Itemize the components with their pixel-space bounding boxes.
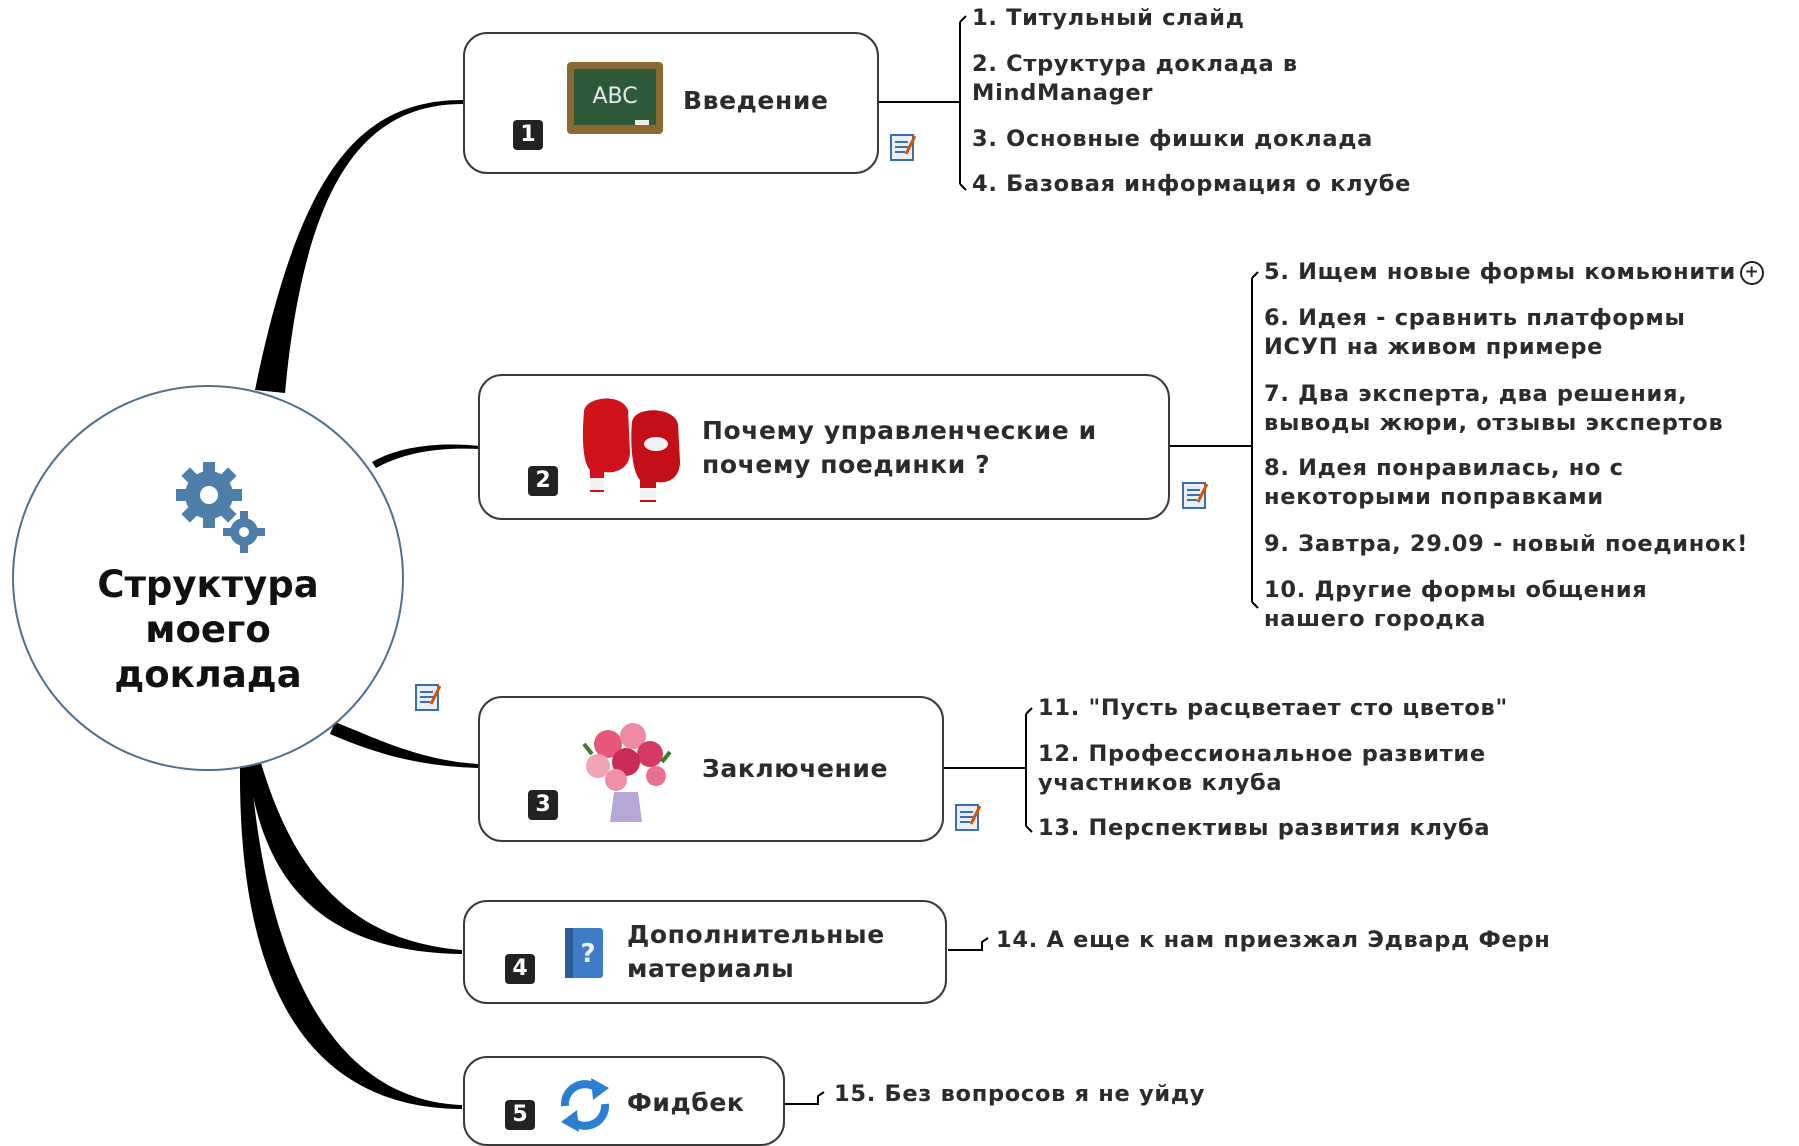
topic-number-badge: 1 bbox=[513, 120, 543, 150]
branch-2 bbox=[372, 444, 480, 468]
topic-feedback[interactable]: 5 Фидбек bbox=[463, 1056, 785, 1146]
topic-title: Введение bbox=[683, 86, 829, 115]
topic-introduction[interactable]: 1 ABC Введение bbox=[463, 32, 879, 174]
note-icon[interactable] bbox=[955, 802, 981, 832]
central-topic[interactable]: Структура моего доклада bbox=[12, 385, 404, 771]
note-icon[interactable] bbox=[1182, 480, 1208, 510]
topic-title: Фидбек bbox=[627, 1088, 745, 1117]
gears-icon bbox=[176, 462, 265, 553]
link-4 bbox=[948, 937, 989, 951]
subtopic-2[interactable]: 2. Структура доклада в MindManager bbox=[972, 51, 1298, 106]
topic-number-badge: 2 bbox=[528, 466, 558, 496]
svg-text:?: ? bbox=[580, 939, 595, 969]
subtopic-label: 5. Ищем новые формы комьюнити bbox=[1264, 259, 1737, 285]
subtopic-7[interactable]: 7. Два эксперта, два решения, выводы жюр… bbox=[1264, 381, 1724, 436]
branch-3 bbox=[330, 722, 478, 768]
topic-title: Дополнительные материалы bbox=[627, 920, 885, 983]
subtopic-12[interactable]: 12. Профессиональное развитие участников… bbox=[1038, 741, 1486, 796]
topic-number-badge: 5 bbox=[505, 1100, 535, 1130]
refresh-arrows-icon bbox=[560, 1078, 610, 1132]
expand-plus-icon[interactable]: + bbox=[1740, 261, 1765, 285]
subtopic-14[interactable]: 14. А еще к нам приезжал Эдвард Ферн bbox=[996, 927, 1551, 953]
topic-conclusion[interactable]: 3 Заключение bbox=[478, 696, 944, 842]
subtopic-1[interactable]: 1. Титульный слайд bbox=[972, 5, 1245, 31]
branch-4 bbox=[248, 760, 462, 954]
topic-why-duels[interactable]: 2 Почему управленческие и почему поединк… bbox=[478, 374, 1170, 520]
subtopic-15[interactable]: 15. Без вопросов я не уйду bbox=[834, 1081, 1206, 1107]
topic-title: Почему управленческие и почему поединки … bbox=[702, 416, 1097, 479]
branch-5 bbox=[239, 760, 462, 1109]
subtopic-6[interactable]: 6. Идея - сравнить платформы ИСУП на жив… bbox=[1264, 305, 1686, 360]
help-book-icon: ? bbox=[565, 928, 603, 978]
subtopic-10[interactable]: 10. Другие формы общения нашего городка bbox=[1264, 577, 1648, 632]
svg-text:ABC: ABC bbox=[592, 84, 637, 109]
subtopic-9[interactable]: 9. Завтра, 29.09 - новый поединок! bbox=[1264, 531, 1749, 557]
note-icon[interactable] bbox=[415, 682, 441, 712]
bracket-3 bbox=[1025, 707, 1033, 833]
bracket-1 bbox=[959, 15, 967, 191]
bracket-2 bbox=[1251, 271, 1259, 609]
chalkboard-icon: ABC bbox=[567, 62, 663, 134]
note-icon[interactable] bbox=[890, 132, 916, 162]
topic-number-badge: 4 bbox=[505, 954, 535, 984]
central-topic-title: Структура моего доклада bbox=[97, 563, 319, 696]
topic-number-badge: 3 bbox=[528, 790, 558, 820]
subtopic-8[interactable]: 8. Идея понравилась, но с некоторыми поп… bbox=[1264, 455, 1624, 510]
subtopic-4[interactable]: 4. Базовая информация о клубе bbox=[972, 171, 1412, 197]
subtopic-13[interactable]: 13. Перспективы развития клуба bbox=[1038, 815, 1491, 841]
link-5 bbox=[784, 1091, 825, 1105]
subtopic-11[interactable]: 11. "Пусть расцветает сто цветов" bbox=[1038, 695, 1508, 721]
flower-bouquet-icon bbox=[582, 723, 672, 822]
boxing-gloves-icon bbox=[582, 398, 680, 502]
branch-1 bbox=[255, 100, 463, 393]
subtopic-5[interactable]: 5. Ищем новые формы комьюнити+ bbox=[1264, 258, 1765, 287]
subtopic-3[interactable]: 3. Основные фишки доклада bbox=[972, 126, 1373, 152]
topic-additional-materials[interactable]: 4 ? Дополнительные материалы bbox=[463, 900, 947, 1004]
topic-title: Заключение bbox=[702, 754, 889, 783]
